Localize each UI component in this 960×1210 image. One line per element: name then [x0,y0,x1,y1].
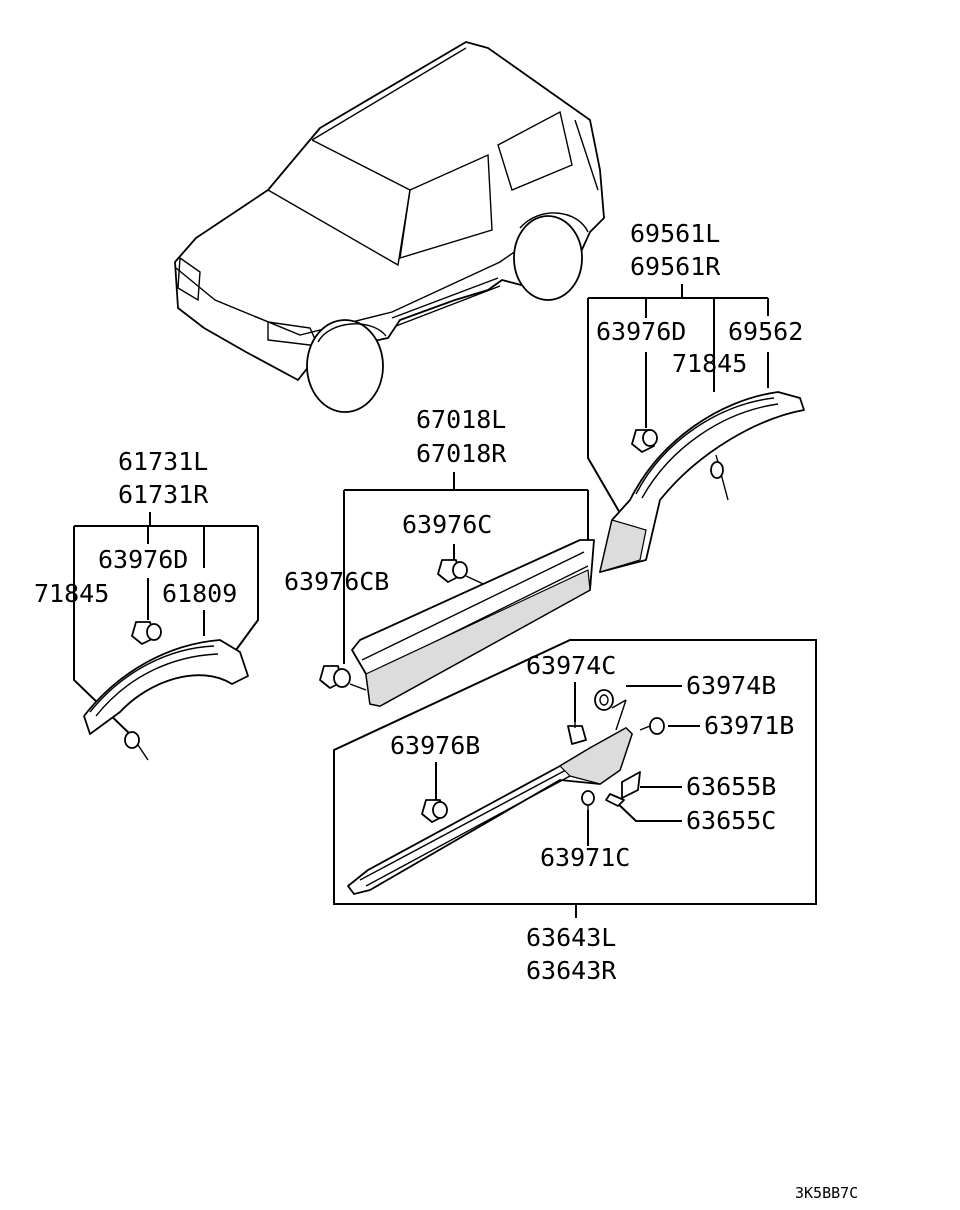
door-garnish-group: 67018L 67018R 63976C 63976CB [284,405,595,707]
label-69561L: 69561L [630,219,720,248]
front-wheel-flare-group: 61731L 61731R 63976D 71845 61809 [34,447,259,761]
screw-71845-rear-icon [710,454,729,501]
label-63655B: 63655B [686,772,776,801]
label-63976D-rear: 63976D [596,317,686,346]
pad-63655B-icon [621,771,641,799]
label-63643L: 63643L [526,923,616,952]
label-63976D-front: 63976D [98,545,188,574]
label-63971C: 63971C [540,843,630,872]
label-67018R: 67018R [416,439,507,468]
diagram-code: 3K5BB7C [795,1184,858,1202]
clip-63974C-icon [567,720,587,745]
label-61809: 61809 [162,579,237,608]
vehicle-illustration [174,41,605,413]
label-61731L: 61731L [118,447,208,476]
label-63643R: 63643R [526,956,617,985]
clip-63976B-icon [421,799,448,823]
clip-63976CB-icon [319,665,367,691]
label-67018L: 67018L [416,405,506,434]
label-61731R: 61731R [118,480,209,509]
label-71845-rear: 71845 [672,349,747,378]
pad-63655C-icon [605,793,625,807]
label-63974B: 63974B [686,671,776,700]
side-sill-group: 63974C 63974B 63971B 63976B 63655B 63655… [333,639,817,985]
rear-wheel-flare-group: 69561L 69561R 63976D 69562 71845 [587,219,805,573]
clip-63976C-icon [437,559,493,589]
label-69562: 69562 [728,317,803,346]
screw-63971C-icon [581,790,595,812]
screw-63971B-icon [639,717,665,735]
clip-63976D-front-icon [131,621,162,645]
label-63976C: 63976C [402,510,492,539]
label-63974C: 63974C [526,651,616,680]
label-71845-front: 71845 [34,579,109,608]
label-63655C: 63655C [686,806,776,835]
label-69561R: 69561R [630,252,721,281]
nut-63974B-icon [594,689,627,731]
label-63976B: 63976B [390,731,480,760]
label-63971B: 63971B [704,711,794,740]
clip-63976D-rear-icon [631,429,658,453]
screw-71845-front-icon [124,731,149,761]
label-63976CB: 63976CB [284,567,389,596]
